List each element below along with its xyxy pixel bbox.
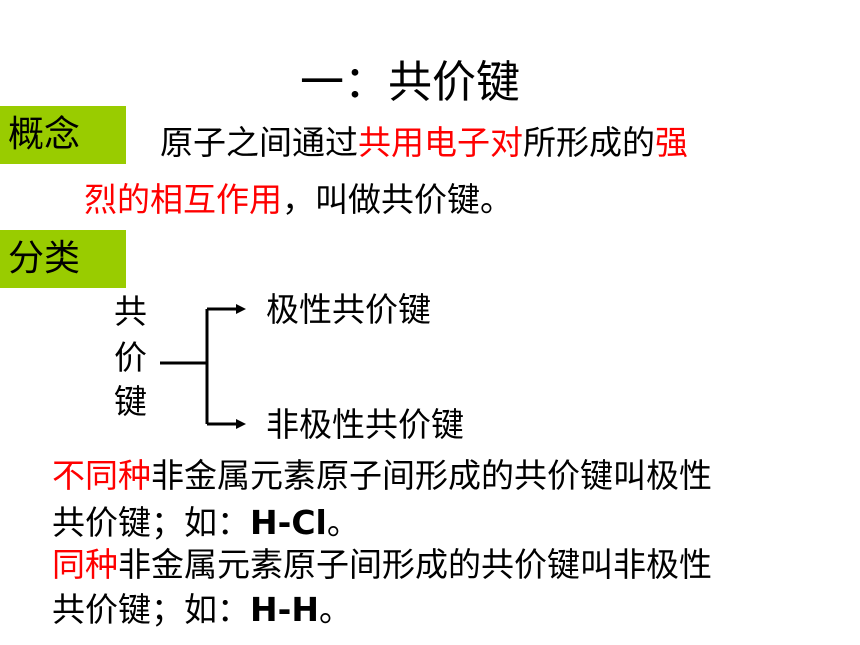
nonpolar-definition-line-2: 共价键；如：H-H。 bbox=[52, 590, 352, 630]
concept-highlight-strong-start: 强 bbox=[655, 123, 688, 162]
concept-line-1: 原子之间通过共用电子对所形成的强 bbox=[160, 123, 688, 163]
polar-end: 。 bbox=[326, 503, 360, 542]
concept-highlight-shared-pair: 共用电子对 bbox=[358, 123, 523, 162]
nonpolar-rest: 非金属元素原子间形成的共价键叫非极性 bbox=[118, 545, 712, 584]
concept-text-end: ，叫做共价键。 bbox=[282, 180, 513, 219]
concept-tag: 概念 bbox=[0, 106, 126, 164]
root-char-3: 键 bbox=[114, 382, 147, 421]
category-tag: 分类 bbox=[0, 230, 126, 288]
root-char-2: 价 bbox=[114, 338, 147, 377]
polar-definition-line-2: 共价键；如：H-Cl。 bbox=[52, 503, 360, 543]
branch-nonpolar-label: 非极性共价键 bbox=[266, 405, 464, 444]
polar-lead: 不同种 bbox=[52, 456, 151, 495]
nonpolar-example-prefix: 共价键；如： bbox=[52, 590, 250, 629]
arrow-bottom-head bbox=[236, 419, 246, 429]
polar-rest: 非金属元素原子间形成的共价键叫极性 bbox=[151, 456, 712, 495]
polar-example: H-Cl bbox=[250, 503, 327, 542]
polar-example-prefix: 共价键；如： bbox=[52, 503, 250, 542]
concept-text-a: 原子之间通过 bbox=[160, 123, 358, 162]
concept-line-2: 烈的相互作用，叫做共价键。 bbox=[84, 180, 513, 220]
root-char-1: 共 bbox=[114, 292, 147, 331]
concept-text-c: 所形成的 bbox=[523, 123, 655, 162]
slide-title: 一：共价键 bbox=[300, 57, 520, 108]
nonpolar-definition-line-1: 同种非金属元素原子间形成的共价键叫非极性 bbox=[52, 545, 712, 585]
arrow-top-head bbox=[236, 304, 246, 314]
branch-polar-label: 极性共价键 bbox=[266, 290, 431, 329]
nonpolar-end: 。 bbox=[318, 590, 352, 629]
nonpolar-example: H-H bbox=[250, 590, 319, 629]
concept-highlight-interaction: 烈的相互作用 bbox=[84, 180, 282, 219]
nonpolar-lead: 同种 bbox=[52, 545, 118, 584]
polar-definition-line-1: 不同种非金属元素原子间形成的共价键叫极性 bbox=[52, 456, 712, 496]
